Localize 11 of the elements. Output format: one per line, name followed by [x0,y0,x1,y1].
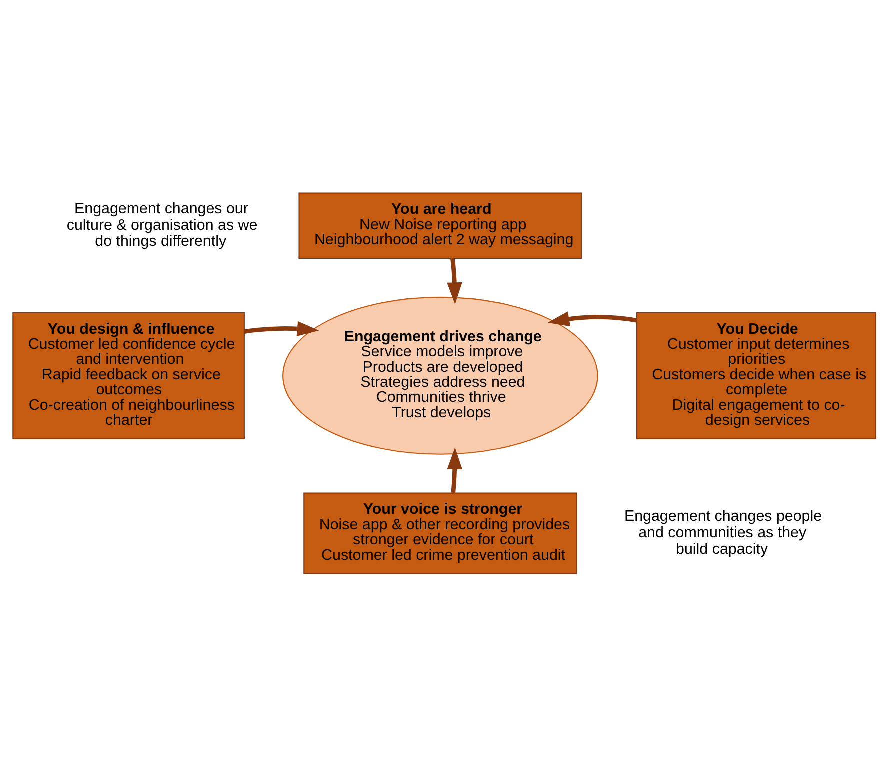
label: Engagement changes people and communities as they build capacity [624,508,822,558]
node-box: You design & influence Customer led confidence cycle and intervention Rapid feedback on service outcomes Co-creation of neighbourliness charter [12,312,245,440]
arrow [447,448,462,494]
node-box: Your voice is stronger Noise app & other recording provides stronger evidence for court Customer led crime prevention audit [304,492,578,574]
label: Engagement changes our culture & organisation as we do things differently [66,200,258,250]
node-box: You are heard New Noise reporting app Neighbourhood alert 2 way messaging [298,192,582,260]
arrow [447,258,462,304]
arrow [548,312,638,327]
node-box: You Decide Customer input determines priorities Customers decide when case is complete Digital engagement to co-design services [636,312,876,440]
arrow [244,321,320,337]
node-ellipse: Engagement drives change Service models improve Products are developed Strategies address need Communities thrive Trust develops [282,296,598,455]
